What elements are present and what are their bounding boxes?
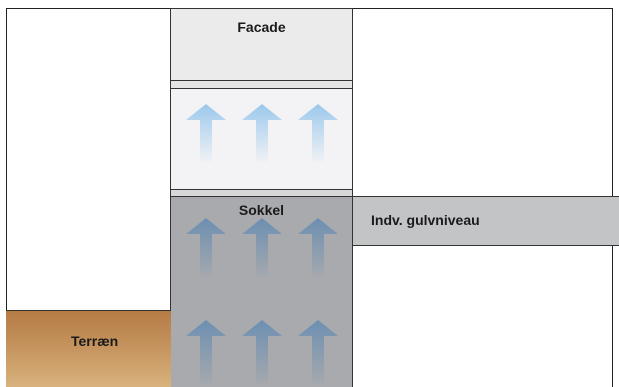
airflow-arrow-up-icon-sokkel-lower-3 bbox=[298, 320, 338, 384]
floor-level-label: Indv. gulvniveau bbox=[371, 212, 480, 228]
terrain-block bbox=[6, 310, 171, 387]
airflow-arrow-up-icon-cavity-3 bbox=[298, 104, 338, 164]
airflow-arrow-up-icon-sokkel-lower-1 bbox=[186, 320, 226, 384]
airflow-arrow-up-icon-sokkel-upper-3 bbox=[298, 218, 338, 278]
airflow-arrow-up-icon-cavity-2 bbox=[242, 104, 282, 164]
airflow-arrow-up-icon-sokkel-lower-2 bbox=[242, 320, 282, 384]
airflow-arrow-up-icon-sokkel-upper-1 bbox=[186, 218, 226, 278]
floor-level-block bbox=[352, 196, 619, 246]
facade-block bbox=[170, 8, 353, 81]
facade-label: Facade bbox=[237, 19, 286, 35]
sokkel-label: Sokkel bbox=[238, 202, 285, 218]
airflow-arrow-up-icon-sokkel-upper-2 bbox=[242, 218, 282, 278]
airflow-arrow-up-icon-cavity-1 bbox=[186, 104, 226, 164]
terrain-label: Terræn bbox=[71, 333, 119, 349]
